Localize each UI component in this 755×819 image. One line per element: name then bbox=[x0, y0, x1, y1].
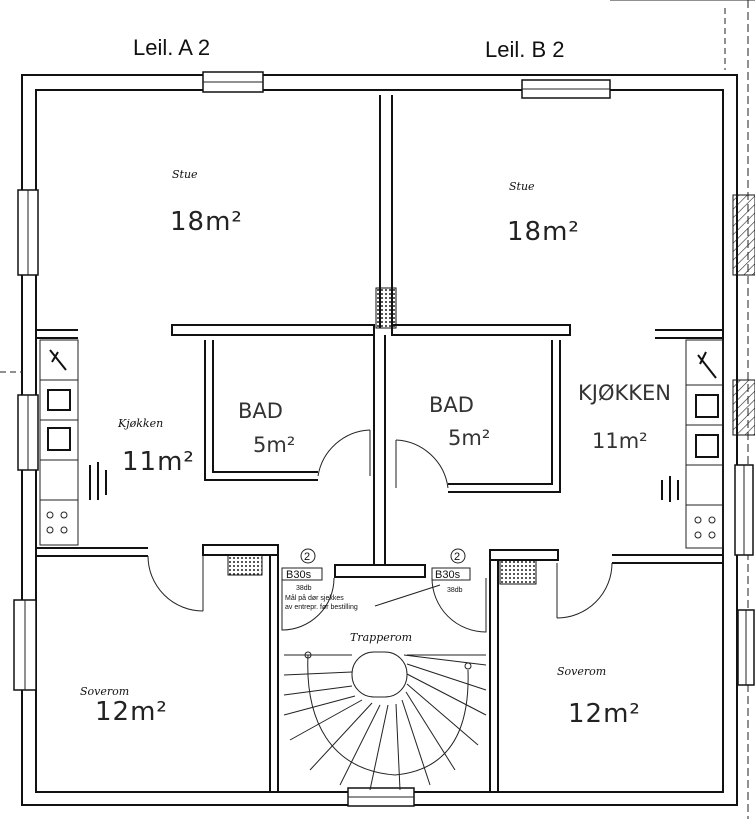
door-number: 2 bbox=[454, 551, 460, 563]
interior-walls bbox=[36, 324, 723, 792]
room-name-bad-b: BAD bbox=[429, 393, 474, 417]
door-db: 38db bbox=[447, 587, 463, 594]
room-name-soverom-a: Soverom bbox=[80, 685, 129, 698]
room-name-stue-a: Stue bbox=[172, 168, 198, 181]
room-name-stue-b: Stue bbox=[509, 180, 535, 193]
party-wall bbox=[373, 95, 397, 565]
room-area-stue-b: 18m² bbox=[507, 217, 580, 247]
windows bbox=[13, 71, 755, 807]
door-tag-a: 2 B30s 38db bbox=[281, 548, 323, 592]
unit-label-b: Leil. B 2 bbox=[485, 37, 565, 62]
unit-label-a: Leil. A 2 bbox=[133, 35, 210, 60]
room-name-kjokken-b: KJØKKEN bbox=[578, 381, 671, 405]
room-area-kjokken-a: 11m² bbox=[122, 447, 195, 477]
room-area-stue-a: 18m² bbox=[170, 207, 243, 237]
door-note: Mål på dør sjekkes av entrepr. før besti… bbox=[285, 584, 441, 611]
door-code: B30s bbox=[435, 569, 461, 581]
room-name-kjokken-a: Kjøkken bbox=[117, 417, 163, 430]
kitchen-counter-left bbox=[39, 339, 107, 546]
room-area-bad-a: 5m² bbox=[253, 433, 295, 457]
room-name-soverom-b: Soverom bbox=[557, 665, 606, 678]
note-line-2: av entrepr. før bestilling bbox=[285, 604, 358, 611]
room-area-soverom-b: 12m² bbox=[568, 699, 641, 729]
note-line-1: Mål på dør sjekkes bbox=[285, 594, 344, 602]
room-area-bad-b: 5m² bbox=[448, 426, 490, 450]
room-area-kjokken-b: 11m² bbox=[592, 429, 648, 453]
door-number: 2 bbox=[304, 551, 310, 563]
room-name-bad-a: BAD bbox=[238, 399, 283, 423]
door-code: B30s bbox=[286, 569, 312, 581]
room-area-soverom-a: 12m² bbox=[95, 697, 168, 727]
door-tag-b: 2 B30s 38db bbox=[431, 548, 471, 594]
door-db: 38db bbox=[296, 585, 312, 592]
staircase bbox=[283, 651, 487, 791]
room-name-trapperom: Trapperom bbox=[350, 631, 412, 644]
kitchen-counter-right bbox=[661, 339, 724, 549]
